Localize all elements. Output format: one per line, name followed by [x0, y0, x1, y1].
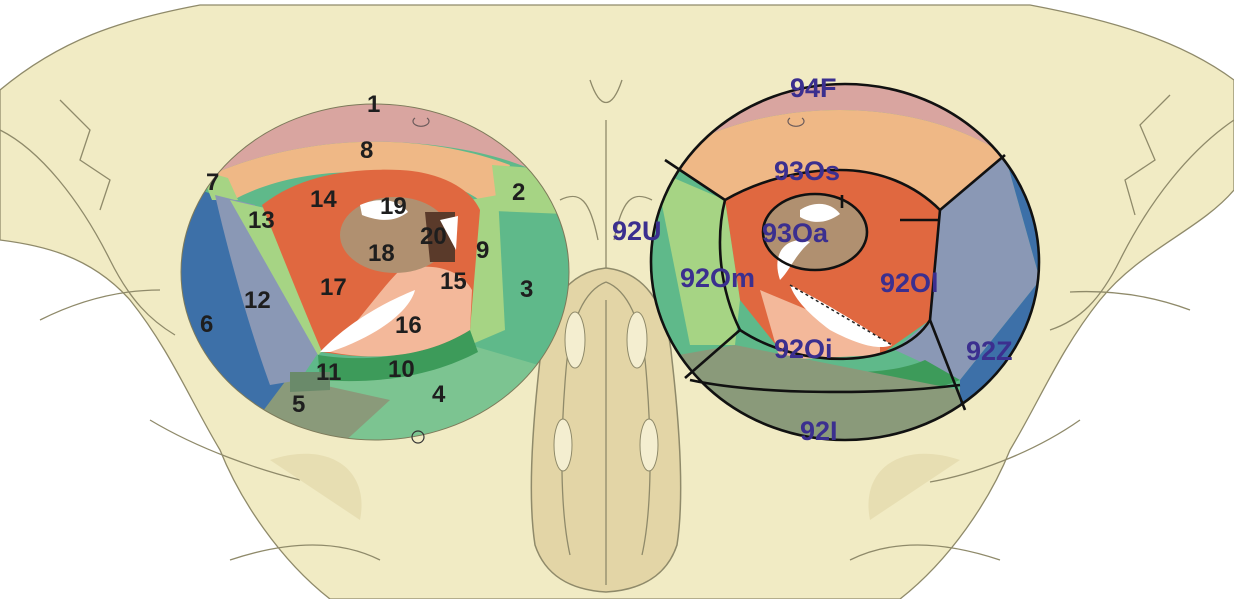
label-10: 10 [388, 356, 415, 383]
label-4: 4 [432, 381, 446, 408]
label-92Z: 92Z [966, 336, 1013, 366]
right-orbit-labels: 94F 93Os 93Oa 92U 92Om 92Ol 92Oi 92Z 92I [612, 73, 1013, 446]
label-17: 17 [320, 274, 347, 301]
label-6: 6 [200, 311, 213, 338]
label-5: 5 [292, 391, 305, 418]
label-11: 11 [316, 359, 341, 386]
left-orbit-labels: 1 2 3 4 5 6 7 8 9 10 11 12 13 14 15 16 1… [200, 91, 533, 418]
right-orbit-boundaries [649, 82, 1041, 442]
label-92Oi: 92Oi [774, 334, 833, 364]
label-3: 3 [520, 276, 533, 303]
label-92Om: 92Om [680, 263, 755, 293]
label-94F: 94F [790, 73, 837, 103]
label-92U: 92U [612, 216, 662, 246]
label-92Ol: 92Ol [880, 268, 939, 298]
label-13: 13 [248, 207, 275, 234]
label-14: 14 [310, 186, 337, 213]
label-15: 15 [440, 268, 467, 295]
label-7: 7 [206, 169, 219, 196]
label-18: 18 [368, 240, 395, 267]
label-8: 8 [360, 137, 373, 164]
label-12: 12 [244, 287, 271, 314]
label-9: 9 [476, 237, 489, 264]
label-16: 16 [395, 312, 422, 339]
label-93Os: 93Os [774, 156, 840, 186]
label-19: 19 [380, 193, 407, 220]
label-93Oa: 93Oa [762, 218, 829, 248]
label-2: 2 [512, 179, 525, 206]
nasal-cavity [530, 267, 682, 593]
label-92I: 92I [800, 416, 838, 446]
left-orbit-rim [180, 103, 570, 441]
label-1: 1 [367, 91, 380, 118]
label-20: 20 [420, 223, 447, 250]
